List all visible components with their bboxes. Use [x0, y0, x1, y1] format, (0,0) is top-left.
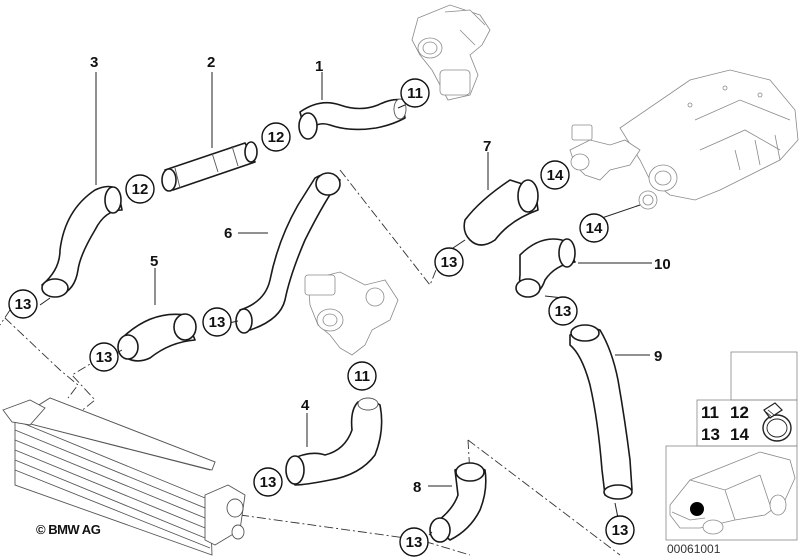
- svg-text:14: 14: [586, 220, 603, 237]
- part-label-4: 4: [301, 397, 310, 414]
- legend-12: 12: [730, 403, 749, 422]
- hose-clamp-icon: [762, 402, 792, 442]
- turbocharger-top: [411, 4, 491, 101]
- vehicle-location-box: [665, 445, 798, 541]
- svg-text:11: 11: [354, 368, 370, 385]
- svg-text:13: 13: [15, 296, 32, 313]
- legend-box: 11 12 13 14: [696, 351, 798, 447]
- callout-13-hose9-bottom[interactable]: 13: [605, 515, 635, 545]
- svg-text:13: 13: [406, 534, 423, 551]
- callout-12-right[interactable]: 12: [261, 122, 291, 152]
- part-label-5: 5: [150, 253, 158, 270]
- svg-text:13: 13: [555, 303, 572, 320]
- callout-13-elbow8[interactable]: 13: [399, 527, 429, 557]
- svg-text:12: 12: [268, 129, 285, 146]
- legend-13: 13: [701, 425, 720, 444]
- callout-12-left[interactable]: 12: [125, 174, 155, 204]
- copyright: © BMW AG: [36, 522, 101, 537]
- svg-text:14: 14: [547, 167, 564, 184]
- part-label-1: 1: [315, 58, 323, 75]
- part-label-7: 7: [483, 138, 491, 155]
- routing-line-3-to-cooler: [0, 309, 79, 399]
- elbow-10: [515, 238, 576, 298]
- hose-3: [41, 185, 123, 298]
- svg-text:13: 13: [612, 522, 629, 539]
- svg-text:13: 13: [96, 349, 113, 366]
- hose-6: [235, 172, 341, 334]
- hose-9: [569, 324, 633, 500]
- part-label-2: 2: [207, 54, 215, 71]
- callout-13-hose6[interactable]: 13: [202, 307, 232, 337]
- callout-14-top[interactable]: 14: [540, 160, 570, 190]
- svg-text:13: 13: [441, 254, 458, 271]
- hose-5: [117, 313, 197, 362]
- svg-text:12: 12: [132, 181, 149, 198]
- part-label-3: 3: [90, 54, 98, 71]
- document-number: 00061001: [667, 542, 721, 556]
- hose-7: [463, 179, 539, 246]
- callout-13-elbow10[interactable]: 13: [548, 296, 578, 326]
- legend-14: 14: [730, 425, 749, 444]
- intercooler: [2, 397, 246, 556]
- routing-line-6-to-7: [339, 169, 441, 286]
- throttle-body: [569, 124, 641, 181]
- intake-manifold: [619, 69, 799, 201]
- callouts: 11 12 12 13 13 13 13 11: [8, 78, 635, 557]
- pipe-2: [161, 141, 258, 192]
- callout-13-hose5[interactable]: 13: [89, 342, 119, 372]
- callout-11-middle[interactable]: 11: [347, 361, 377, 391]
- part-label-6: 6: [224, 225, 232, 242]
- callout-11-top[interactable]: 11: [400, 78, 430, 108]
- svg-text:13: 13: [260, 474, 277, 491]
- part-labels: 3 2 1 7 6 5 10 9 4 8: [90, 54, 671, 496]
- part-label-10: 10: [654, 256, 671, 273]
- part-label-9: 9: [654, 348, 662, 365]
- callout-13-hose7[interactable]: 13: [434, 247, 464, 277]
- hose-4: [285, 397, 383, 486]
- callout-13-far-left[interactable]: 13: [8, 289, 38, 319]
- elbow-8: [429, 462, 487, 543]
- part-label-8: 8: [413, 479, 421, 496]
- turbocharger-middle: [304, 271, 399, 356]
- legend-11: 11: [701, 403, 719, 422]
- charge-air-valve: [638, 164, 678, 210]
- svg-text:13: 13: [209, 314, 226, 331]
- callout-14-bottom[interactable]: 14: [579, 213, 609, 243]
- location-marker: [690, 502, 704, 516]
- svg-text:11: 11: [407, 85, 423, 102]
- callout-13-hose4[interactable]: 13: [253, 467, 283, 497]
- car-outline-icon: [669, 451, 796, 535]
- hose-1: [298, 98, 407, 140]
